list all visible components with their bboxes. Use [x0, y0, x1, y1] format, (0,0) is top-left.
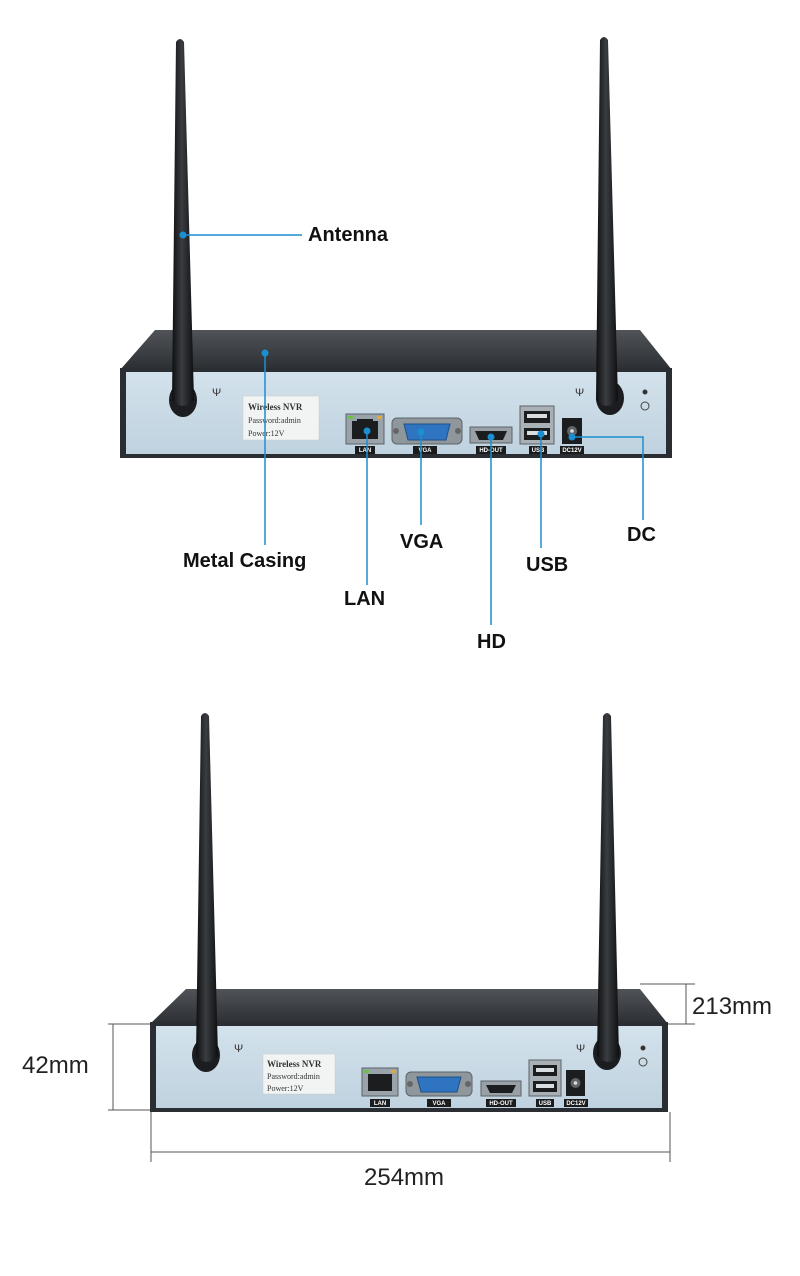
reset-hole [642, 389, 648, 395]
dimension-depth: 213mm [692, 993, 772, 1020]
dimension-height: 42mm [22, 1052, 89, 1079]
usb-port-icon: USB [519, 405, 555, 454]
casing-top-surface [150, 989, 668, 1024]
lan-port-icon: LAN [361, 1067, 399, 1107]
sticker-line-3: Power:12V [267, 1084, 304, 1093]
ground-mark [640, 401, 650, 411]
sticker-line-1: Wireless NVR [267, 1059, 322, 1069]
antenna-icon [597, 713, 619, 1062]
port-label-usb: USB [539, 1101, 552, 1107]
port-label-vga: VGA [432, 1101, 446, 1107]
wifi-mark: Ψ [212, 387, 221, 399]
antenna-icon [596, 37, 618, 406]
device-bottom: Ψ Ψ Wireless NVR Password:admin Power:12… [150, 713, 668, 1112]
sticker-label: Wireless NVR Password:admin Power:12V [262, 1053, 336, 1095]
hdmi-port-icon: HD-OUT [480, 1080, 522, 1107]
dot-lan [363, 427, 371, 435]
port-label-vga: VGA [418, 448, 432, 454]
leader-dc [572, 436, 644, 520]
callout-vga: VGA [400, 531, 443, 553]
usb-port-icon: USB [528, 1059, 562, 1107]
dc-jack-icon: DC12V [564, 1070, 588, 1107]
callout-dots [179, 231, 576, 441]
port-label-hd-out: HD-OUT [489, 1101, 513, 1107]
antenna-icon [172, 39, 194, 406]
wifi-mark: Ψ [576, 1043, 585, 1055]
port-label-lan: LAN [359, 448, 371, 454]
dot-vga [417, 428, 425, 436]
port-label-dc: DC12V [566, 1101, 585, 1107]
wifi-mark: Ψ [575, 387, 584, 399]
dot-antenna [179, 231, 187, 239]
callout-antenna: Antenna [308, 224, 389, 246]
callout-dc: DC [627, 524, 656, 546]
port-label-dc: DC12V [562, 448, 581, 454]
sticker-label: Wireless NVR Password:admin Power:12V [242, 395, 320, 441]
port-label-usb: USB [532, 448, 545, 454]
dimension-lines [108, 983, 695, 1162]
vga-port-icon: VGA [391, 417, 463, 454]
callout-metal-casing: Metal Casing [183, 550, 306, 572]
vga-port-icon: VGA [405, 1071, 473, 1107]
port-label-lan: LAN [374, 1101, 386, 1107]
sticker-line-3: Power:12V [248, 429, 285, 438]
device-top: Ψ Ψ Wireless NVR Password:admin Power:12… [120, 37, 672, 458]
dot-usb [537, 430, 545, 438]
callout-lan: LAN [344, 588, 385, 610]
callout-lines [183, 234, 644, 625]
ground-mark [638, 1057, 648, 1067]
sticker-line-2: Password:admin [267, 1072, 320, 1081]
sticker-line-1: Wireless NVR [248, 402, 303, 412]
dot-dc [568, 433, 576, 441]
casing-top-surface [120, 330, 672, 370]
callout-hd: HD [477, 631, 506, 653]
reset-hole [640, 1045, 646, 1051]
dimension-width: 254mm [364, 1164, 444, 1191]
dot-hd [487, 433, 495, 441]
antenna-icon [196, 713, 218, 1062]
wifi-mark: Ψ [234, 1043, 243, 1055]
sticker-line-2: Password:admin [248, 416, 301, 425]
callout-usb: USB [526, 554, 568, 576]
dot-metal-casing [261, 349, 269, 357]
